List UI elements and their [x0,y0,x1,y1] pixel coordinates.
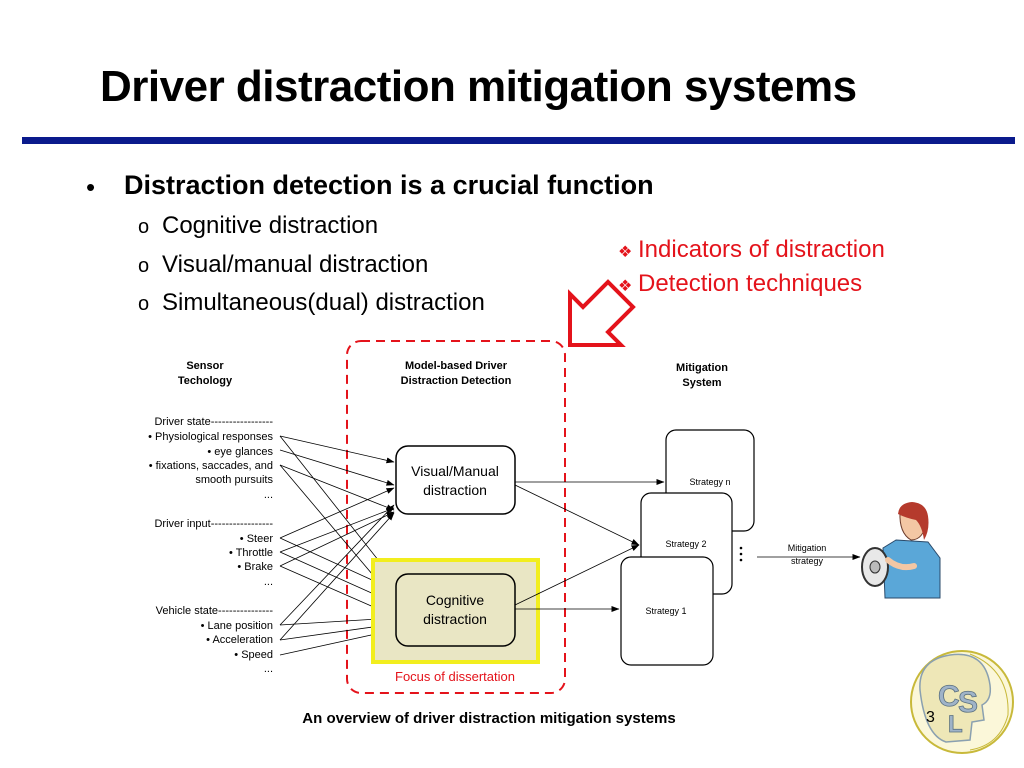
sensor-item: smooth pursuits [195,474,273,486]
mitigation-header: Mitigation [676,362,728,374]
sensor-header: Sensor [186,360,224,372]
cognitive-label: distraction [423,611,487,627]
driver-input-group: Driver input----------------- • Steer • … [154,518,273,588]
strategy-1-box [620,556,714,666]
visual-manual-label: Visual/Manual [411,463,499,479]
sensor-item: • Physiological responses [148,431,273,443]
strategy-1-label: Strategy 1 [645,606,686,616]
diamond-bullet-icon: ❖ [618,278,633,295]
circle-bullet-icon: o [138,216,150,238]
sensor-arrow [279,507,395,553]
mitigation-strategy-label: Mitigation [788,543,827,553]
driver-state-label: Driver state----------------- [154,416,273,428]
sensor-arrow [279,511,395,567]
visual-manual-box [395,445,516,515]
sensor-item: ... [264,576,273,588]
note-techniques: ❖Detection techniques [618,270,863,297]
detection-arrow [514,484,640,546]
sensor-arrow [279,504,395,626]
driver-clipart-icon [861,502,941,599]
sensor-arrow [279,512,395,641]
sensor-item: • fixations, saccades, and [149,460,273,472]
visual-manual-label: distraction [423,482,487,498]
circle-bullet-icon: o [138,293,150,315]
vehicle-state-group: Vehicle state--------------- • Lane posi… [156,605,274,675]
sensor-item: • Brake [237,561,273,573]
sensor-arrow [279,464,395,511]
mitigation-header: System [682,377,721,389]
slide-title: Driver distraction mitigation systems [100,62,857,111]
mitigation-strategy-label: strategy [791,556,824,566]
sensor-item: ... [264,663,273,675]
driver-input-label: Driver input----------------- [154,518,273,530]
main-bullet: Distraction detection is a crucial funct… [124,170,654,200]
driver-state-group: Driver state----------------- • Physiolo… [148,416,273,501]
sensor-item: • eye glances [207,446,273,458]
model-header: Model-based Driver [405,360,508,372]
cognitive-label: Cognitive [426,592,485,608]
note-indicators: ❖Indicators of distraction [618,236,885,263]
sensor-item: • Speed [234,649,273,661]
ellipsis-icon [739,546,743,562]
csl-logo-icon: C L S [910,650,1014,754]
sensor-arrow [279,487,395,539]
sensor-item: • Lane position [201,620,273,632]
cognitive-box [395,573,516,647]
vehicle-state-label: Vehicle state--------------- [156,605,274,617]
sensor-arrow [279,435,395,581]
model-header: Distraction Detection [401,375,512,387]
sensor-header: Techology [178,375,233,387]
svg-text:S: S [958,686,978,719]
sensor-item: • Throttle [229,547,273,559]
hollow-arrow-icon [568,279,636,347]
sensor-item: • Steer [240,533,274,545]
detection-arrow [514,544,640,606]
detection-boundary [346,340,566,694]
title-divider [22,137,1015,144]
sensor-arrow [279,435,395,464]
page-number: 3 [926,709,935,726]
circle-bullet-icon: o [138,255,150,277]
strategy-2-label: Strategy 2 [665,539,706,549]
strategy-n-label: Strategy n [689,477,730,487]
bullet-dot-icon: • [86,172,96,202]
svg-text:L: L [948,711,963,738]
svg-text:C: C [938,680,960,713]
sensor-item: ... [264,489,273,501]
sensor-arrow [279,449,395,486]
sensor-item: • Acceleration [206,634,273,646]
focus-label: Focus of dissertation [395,669,515,684]
diamond-bullet-icon: ❖ [618,244,633,261]
detection-arrows [514,479,861,612]
diagram-caption: An overview of driver distraction mitiga… [302,710,676,727]
